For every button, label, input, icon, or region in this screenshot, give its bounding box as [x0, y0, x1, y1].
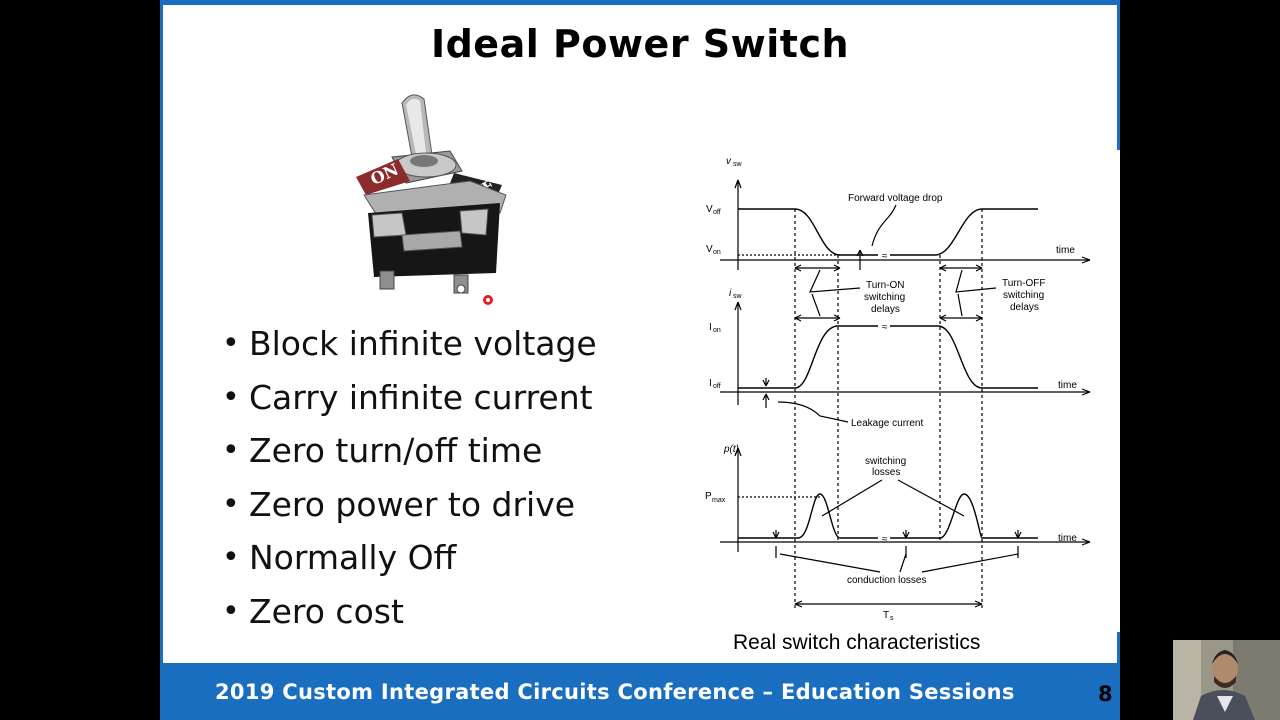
bullet-item: •Zero turn/off time — [222, 431, 543, 471]
bullet-item: •Normally Off — [222, 538, 457, 578]
bullet-item: •Zero cost — [222, 591, 404, 631]
voff-label: V — [706, 204, 713, 215]
svg-text:≈: ≈ — [882, 322, 888, 333]
svg-text:sw: sw — [733, 161, 743, 168]
bullet-item: •Block infinite voltage — [222, 324, 597, 363]
pt-axis-label: p(t) — [723, 444, 739, 455]
svg-text:≈: ≈ — [882, 534, 888, 545]
bullet-item: •Zero power to drive — [222, 484, 576, 524]
time-label-2: time — [1058, 380, 1077, 391]
turn-off-label: Turn-OFF — [1002, 278, 1046, 289]
svg-text:off: off — [713, 383, 721, 390]
footer-bar: 2019 Custom Integrated Circuits Conferen… — [160, 663, 1120, 720]
vsw-axis-label: v — [726, 156, 732, 167]
presenter-webcam — [1173, 640, 1280, 720]
svg-text:on: on — [713, 249, 721, 256]
svg-text:off: off — [713, 209, 721, 216]
time-label-3: time — [1058, 533, 1077, 544]
switching-losses-label: switching — [865, 456, 906, 467]
page-number: 8 — [1098, 682, 1113, 706]
diagram-caption: Real switch characteristics — [733, 631, 981, 654]
svg-text:s: s — [890, 615, 894, 622]
toggle-switch-image: ON OFF — [356, 94, 507, 305]
bullet-item: •Carry infinite current — [222, 377, 593, 417]
ion-label: I — [709, 322, 712, 333]
isw-axis-label: i — [729, 288, 732, 299]
ts-label: T — [883, 610, 889, 621]
bullet-list: •Block infinite voltage •Carry infinite … — [219, 317, 597, 639]
slide: Ideal Power Switch •Block infinite volta… — [160, 0, 1120, 720]
forward-voltage-drop-label: Forward voltage drop — [848, 193, 943, 204]
switch-waveform-diagram: v sw V off V on time ≈ Forward voltage d… — [705, 156, 1091, 622]
leakage-current-label: Leakage current — [851, 418, 923, 429]
svg-text:switching: switching — [1003, 290, 1044, 301]
svg-text:losses: losses — [872, 467, 900, 478]
slide-edge-highlight — [1116, 150, 1120, 632]
svg-text:delays: delays — [1010, 302, 1039, 313]
slide-content: Ideal Power Switch •Block infinite volta… — [163, 5, 1117, 663]
slide-title: Ideal Power Switch — [430, 22, 850, 66]
svg-text:sw: sw — [733, 293, 743, 300]
von-label: V — [706, 244, 713, 255]
footer-text: 2019 Custom Integrated Circuits Conferen… — [215, 680, 1015, 704]
svg-text:switching: switching — [864, 292, 905, 303]
svg-text:≈: ≈ — [882, 251, 888, 262]
svg-text:delays: delays — [871, 304, 900, 315]
pmax-label: P — [705, 491, 712, 502]
svg-text:on: on — [713, 327, 721, 334]
svg-text:max: max — [712, 497, 726, 504]
turn-on-label: Turn-ON — [866, 280, 905, 291]
conduction-losses-label: conduction losses — [847, 575, 927, 586]
time-label-1: time — [1056, 245, 1075, 256]
ioff-label: I — [709, 378, 712, 389]
